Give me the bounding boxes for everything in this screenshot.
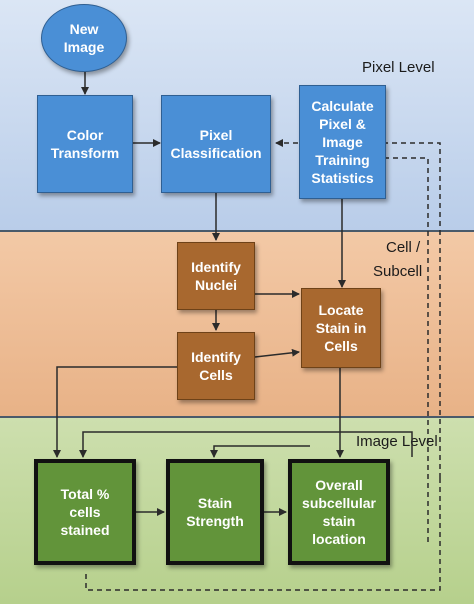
identify-nuclei-line1: Identify [191, 259, 241, 275]
identify-nuclei-line2: Nuclei [194, 277, 237, 293]
new-image-line1: New [69, 21, 99, 37]
total-cells-line1: Total % [60, 486, 110, 502]
cell-level-label-line2: Subcell [373, 263, 423, 280]
identify-cells-line2: Cells [199, 367, 233, 383]
image-level-label: Image Level [356, 433, 438, 450]
locate-stain-line3: Cells [324, 338, 358, 354]
color-transform-node: Color Transform [37, 95, 133, 193]
training-stats-line3: Image [322, 134, 363, 150]
stain-strength-line1: Stain [197, 495, 233, 511]
training-stats-line5: Statistics [311, 170, 374, 186]
total-cells-stained-node: Total % cells stained [34, 459, 136, 565]
training-statistics-node: Calculate Pixel & Image Training Statist… [299, 85, 386, 199]
locate-stain-node: Locate Stain in Cells [301, 288, 381, 368]
overall-location-line1: Overall [315, 477, 363, 493]
new-image-node: New Image [41, 4, 127, 72]
identify-cells-line1: Identify [191, 349, 241, 365]
identify-cells-node: Identify Cells [177, 332, 255, 400]
overall-location-line2: subcellular [302, 495, 376, 511]
total-cells-line2: cells [69, 504, 101, 520]
stain-strength-node: Stain Strength [166, 459, 264, 565]
overall-location-line4: location [312, 531, 366, 547]
color-transform-line1: Color [66, 127, 104, 143]
overall-stain-location-node: Overall subcellular stain location [288, 459, 390, 565]
training-stats-line2: Pixel & [319, 116, 366, 132]
pixel-classification-node: Pixel Classification [161, 95, 271, 193]
training-stats-line1: Calculate [311, 98, 374, 114]
stain-strength-line2: Strength [186, 513, 244, 529]
pixel-classification-line1: Pixel [199, 127, 233, 143]
cell-level-label-line1: Cell / [386, 239, 421, 256]
training-stats-line4: Training [315, 152, 370, 168]
total-cells-line3: stained [60, 522, 110, 538]
locate-stain-line2: Stain in [315, 320, 367, 336]
pixel-classification-line2: Classification [170, 145, 262, 161]
color-transform-line2: Transform [50, 145, 120, 161]
new-image-line2: Image [63, 39, 105, 55]
identify-nuclei-node: Identify Nuclei [177, 242, 255, 310]
locate-stain-line1: Locate [318, 302, 364, 318]
pixel-level-label: Pixel Level [362, 59, 435, 76]
overall-location-line3: stain [322, 513, 356, 529]
